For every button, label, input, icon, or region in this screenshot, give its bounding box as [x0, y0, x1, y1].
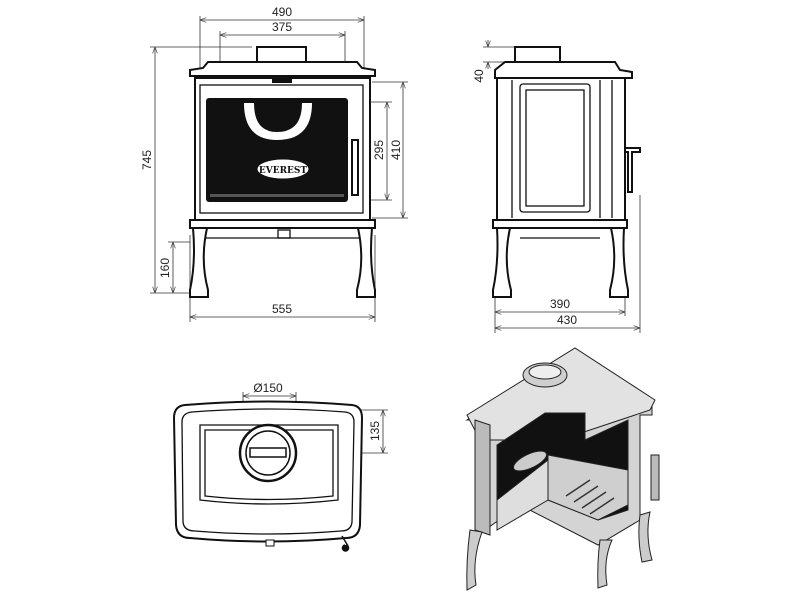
side-door-handle — [624, 147, 641, 193]
side-right-leg — [609, 227, 629, 298]
dim-leg-height: 160 — [158, 258, 172, 278]
side-left-leg — [492, 227, 512, 298]
dim-glass-height: 295 — [372, 140, 386, 160]
brand-logo: EVEREST — [256, 158, 310, 180]
dim-depth-total: 430 — [557, 313, 577, 327]
dim-flue-diameter: Ø150 — [253, 381, 283, 395]
dim-door-height: 410 — [389, 140, 403, 160]
iso-leg-right — [638, 511, 653, 563]
side-body — [496, 77, 626, 221]
dim-flue-height: 40 — [472, 69, 486, 83]
iso-logo-plate — [512, 450, 548, 472]
front-left-leg — [189, 227, 209, 298]
base-plate — [189, 219, 376, 229]
dim-base-width: 555 — [272, 302, 292, 316]
dim-depth-body: 390 — [550, 297, 570, 311]
brand-logo-text: EVEREST — [259, 166, 308, 176]
side-view: 40 390 430 — [472, 40, 641, 333]
side-flue-collar — [514, 46, 561, 63]
dim-height-total: 745 — [140, 150, 154, 170]
front-right-leg — [356, 227, 376, 298]
iso-door-handle — [650, 454, 660, 501]
top-plate — [189, 61, 376, 77]
door-glass — [206, 98, 348, 202]
dim-width-total: 490 — [272, 5, 292, 19]
iso-leg-left — [466, 529, 483, 591]
dim-width-top: 375 — [272, 20, 292, 34]
side-top-plate — [494, 61, 633, 79]
top-view: Ø150 135 — [172, 381, 388, 552]
front-view: 490 375 745 160 295 410 555 EVEREST — [140, 5, 408, 322]
glass-arch — [244, 103, 312, 140]
isometric-cutaway-view — [465, 347, 660, 591]
handle-knob — [341, 535, 350, 552]
iso-leg-front — [597, 539, 613, 589]
door-handle — [351, 139, 359, 196]
flue-collar — [256, 46, 307, 63]
dim-flue-offset: 135 — [368, 421, 382, 441]
